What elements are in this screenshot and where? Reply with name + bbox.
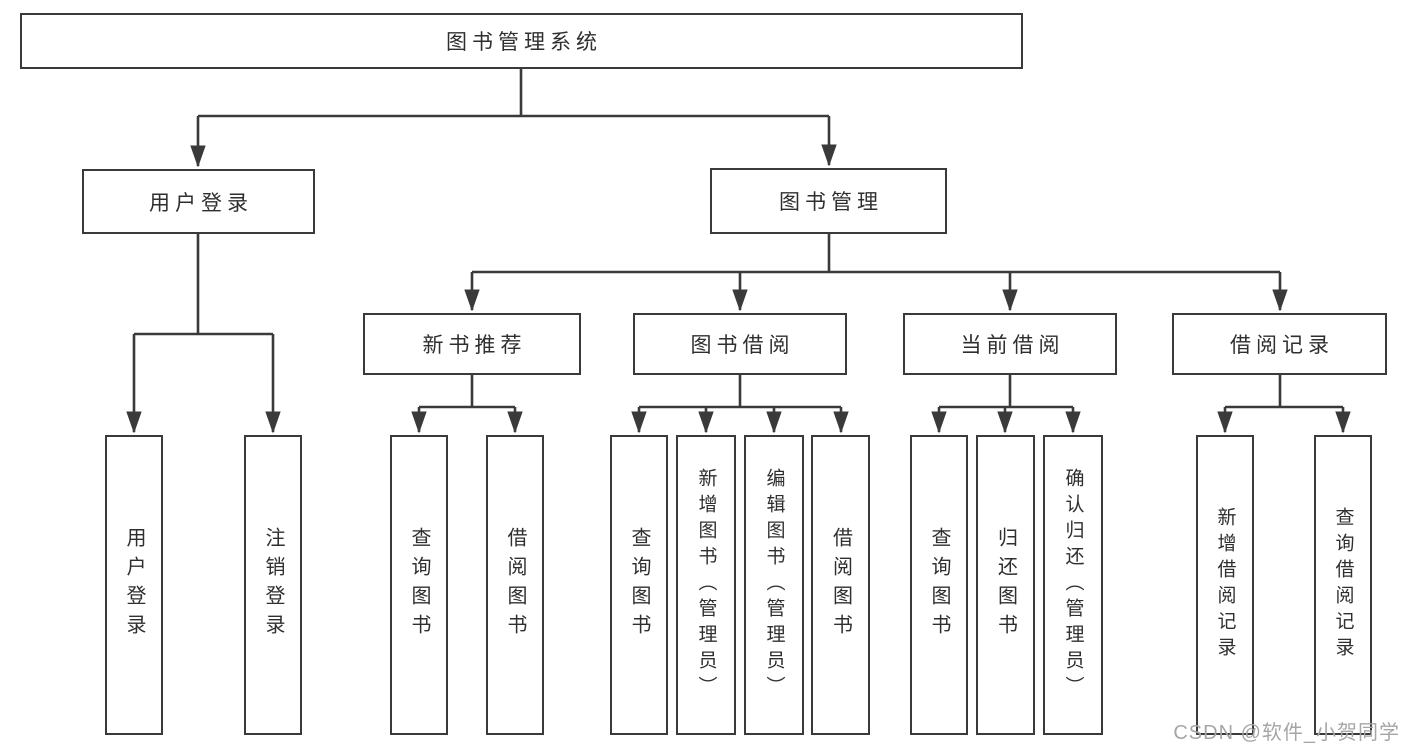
- leaf-current-return-books: 归还图书: [976, 435, 1035, 735]
- node-new-book-recommend: 新书推荐: [363, 313, 581, 375]
- node-current-borrowing: 当前借阅: [903, 313, 1117, 375]
- csdn-watermark: CSDN @软件_小贺同学: [1173, 722, 1400, 744]
- leaf-current-search-books: 查询图书: [910, 435, 968, 735]
- leaf-records-search-borrow-record: 查询借阅记录: [1314, 435, 1372, 735]
- leaf-logout: 注销登录: [244, 435, 302, 735]
- leaf-records-add-borrow-record: 新增借阅记录: [1196, 435, 1254, 735]
- node-book-management: 图书管理: [710, 168, 947, 234]
- leaf-recommend-search-books: 查询图书: [390, 435, 448, 735]
- leaf-user-login: 用户登录: [105, 435, 163, 735]
- node-system-root: 图书管理系统: [20, 13, 1023, 69]
- node-user-login: 用户登录: [82, 169, 315, 234]
- leaf-borrowing-add-books-admin: 新增图书（管理员）: [676, 435, 736, 735]
- node-book-borrowing: 图书借阅: [633, 313, 847, 375]
- leaf-recommend-borrow-books: 借阅图书: [486, 435, 544, 735]
- leaf-borrowing-search-books: 查询图书: [610, 435, 668, 735]
- leaf-current-confirm-return-admin: 确认归还（管理员）: [1043, 435, 1103, 735]
- leaf-borrowing-edit-books-admin: 编辑图书（管理员）: [744, 435, 804, 735]
- leaf-borrowing-borrow-books: 借阅图书: [811, 435, 870, 735]
- node-borrowing-records: 借阅记录: [1172, 313, 1387, 375]
